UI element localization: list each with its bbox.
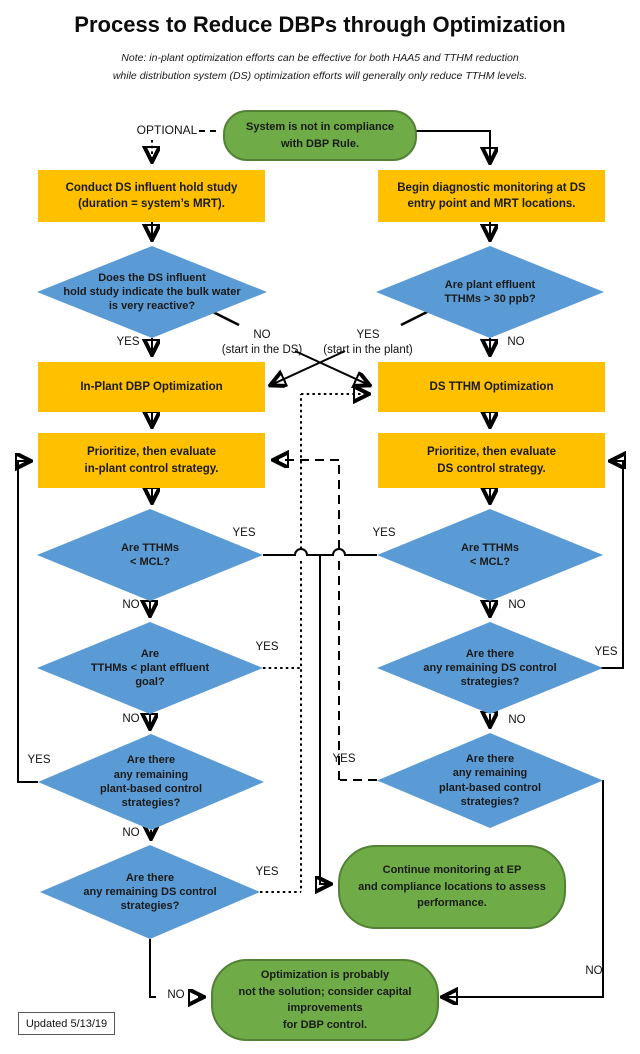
process-prioritize-in-plant: Prioritize, then evaluate in-plant contr… [38, 433, 265, 488]
edge-plantright-no-to-capital [443, 780, 604, 997]
label-yes-start-in-plant: YES (start in the plant) [323, 329, 413, 356]
terminal-capital-improvements: Optimization is probably not the solutio… [211, 959, 439, 1041]
process-ds-tthm-optimization: DS TTHM Optimization [378, 362, 605, 412]
edge-start-to-begin-monitoring [413, 130, 490, 162]
label-yes-ds-right: YES [594, 646, 618, 658]
process-in-plant-optimization: In-Plant DBP Optimization [38, 362, 265, 412]
edge-cross-yes-to-inplant-opt [271, 350, 346, 385]
label-yes-ds-left: YES [255, 866, 279, 878]
edge-yes-drop-to-continue [320, 555, 330, 884]
process-conduct-hold-study: Conduct DS influent hold study (duration… [38, 170, 265, 222]
updated-date-box: Updated 5/13/19 [18, 1012, 115, 1035]
label-no-plant-goal: NO [122, 713, 140, 725]
label-no-plant-left: NO [122, 827, 140, 839]
updated-date-text: Updated 5/13/19 [25, 1017, 108, 1030]
edge-plantleft-yes-loop [18, 461, 38, 783]
label-no-effluent30: NO [507, 336, 525, 348]
label-no-ds-right: NO [508, 714, 526, 726]
terminal-start: System is not in compliance with DBP Rul… [223, 110, 417, 161]
label-no-start-in-ds: NO (start in the DS) [221, 329, 303, 356]
edge-cross-no-to-ds-opt [294, 350, 369, 385]
optional-label: OPTIONAL [136, 123, 198, 137]
label-yes-plant-goal: YES [255, 641, 279, 653]
note-line-2: while distribution system (DS) optimizat… [112, 70, 528, 82]
label-yes-plant-right: YES [332, 753, 356, 765]
edge-dsright-yes-loop [600, 461, 623, 669]
edge-mcl-yes-horizontal [263, 548, 377, 556]
page-title: Process to Reduce DBPs through Optimizat… [74, 12, 566, 37]
label-yes-plant-left: YES [27, 754, 51, 766]
stub-effluent30-yes [400, 308, 432, 327]
label-no-mcl-right: NO [508, 599, 526, 611]
label-yes-mcl-right: YES [372, 527, 396, 539]
edge-dsleft-no-corner [149, 939, 156, 998]
process-prioritize-ds: Prioritize, then evaluate DS control str… [378, 433, 605, 488]
note-line-1: Note: in-plant optimization efforts can … [121, 52, 519, 64]
label-yes-mcl-left: YES [232, 527, 256, 539]
label-no-plant-right: NO [585, 965, 603, 977]
process-begin-monitoring: Begin diagnostic monitoring at DS entry … [378, 170, 605, 222]
label-yes-hold-study: YES [116, 336, 140, 348]
terminal-continue-monitoring: Continue monitoring at EP and compliance… [338, 845, 566, 929]
label-no-ds-left: NO [167, 989, 185, 1001]
label-no-mcl-left: NO [122, 599, 140, 611]
